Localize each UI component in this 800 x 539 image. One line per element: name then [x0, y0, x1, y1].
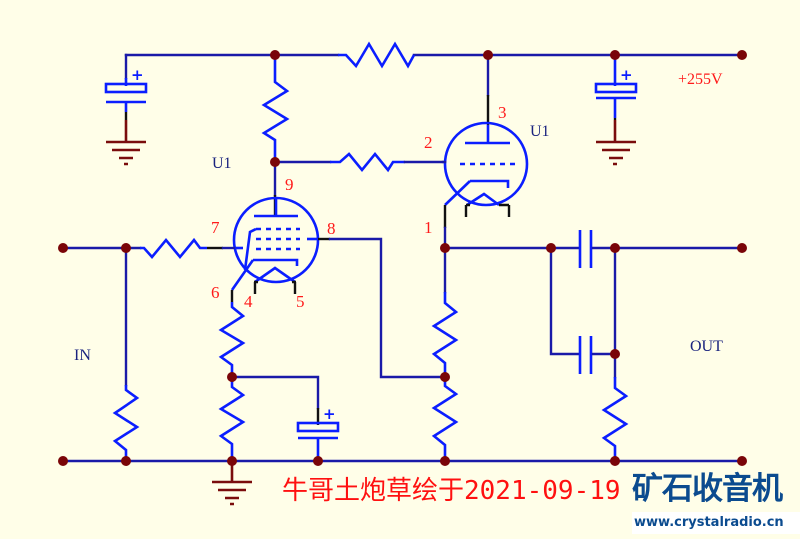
author-caption: 牛哥土炮草绘于2021-09-19 [282, 476, 621, 506]
resistor-cathode-upper [218, 302, 246, 377]
terminal-input[interactable] [58, 243, 68, 253]
pin-label-grid: 7 [211, 218, 220, 237]
ground-symbol [596, 140, 636, 166]
junction [483, 50, 493, 60]
resistor-cathode-lower [218, 377, 246, 461]
pin-label-plate: 9 [285, 175, 294, 194]
ground-symbol [106, 140, 146, 166]
pin-label-heater-b: 5 [296, 292, 305, 311]
pin-label-plate: 3 [498, 103, 507, 122]
resistor-interstage [330, 151, 405, 173]
junction [610, 349, 620, 359]
triode-tube [443, 121, 529, 207]
junction [227, 456, 237, 466]
watermark: 矿石收音机 www.crystalradio.cn [632, 468, 800, 539]
junction [440, 243, 450, 253]
watermark-url[interactable]: www.crystalradio.cn [632, 512, 800, 534]
resistor-top-series [338, 41, 416, 69]
terminal-supply[interactable] [737, 50, 747, 60]
polarity-plus: + [131, 66, 144, 84]
junction [270, 157, 280, 167]
tube-ref-triode: U1 [530, 123, 550, 140]
polarity-plus: + [323, 405, 336, 423]
watermark-title: 矿石收音机 [632, 468, 800, 510]
polarity-plus: + [620, 66, 633, 84]
junction [610, 456, 620, 466]
capacitor-output-lower [578, 336, 593, 374]
junction [121, 243, 131, 253]
capacitor-output-upper [578, 230, 593, 268]
junction [610, 50, 620, 60]
pin-label-screen: 8 [327, 219, 336, 238]
ground-symbol [212, 480, 252, 506]
junction [227, 372, 237, 382]
capacitor-filter-left: + [104, 66, 148, 142]
resistor-grid-leak [112, 385, 140, 461]
pin-label-cathode: 6 [211, 283, 220, 302]
junction [313, 456, 323, 466]
junction [440, 456, 450, 466]
junction [440, 372, 450, 382]
input-label: IN [74, 347, 91, 364]
resistor-plate-pentode [261, 55, 290, 162]
tube-ref-pentode: U1 [212, 155, 232, 172]
junction [121, 456, 131, 466]
pin-label-heater-a: 4 [244, 292, 253, 311]
capacitor-filter-right: + [594, 55, 638, 142]
supply-voltage-label: +255V [678, 71, 723, 88]
junction [546, 243, 556, 253]
resistor-triode-cathode-upper [431, 292, 459, 377]
resistor-triode-cathode-lower [431, 377, 459, 461]
top-rail [124, 53, 744, 80]
resistor-output-load [601, 377, 629, 461]
terminal-output-ground[interactable] [737, 456, 747, 466]
terminal-output[interactable] [737, 243, 747, 253]
junction [270, 50, 280, 60]
pin-label-cathode: 1 [424, 218, 433, 237]
capacitor-cathode-bypass: + [296, 405, 340, 461]
output-label: OUT [690, 338, 723, 355]
resistor-grid-stopper [140, 237, 207, 260]
pin-label-grid: 2 [424, 133, 433, 152]
terminal-input-ground[interactable] [58, 456, 68, 466]
junction [610, 243, 620, 253]
junctions [58, 50, 747, 466]
pentode-tube [230, 196, 320, 291]
